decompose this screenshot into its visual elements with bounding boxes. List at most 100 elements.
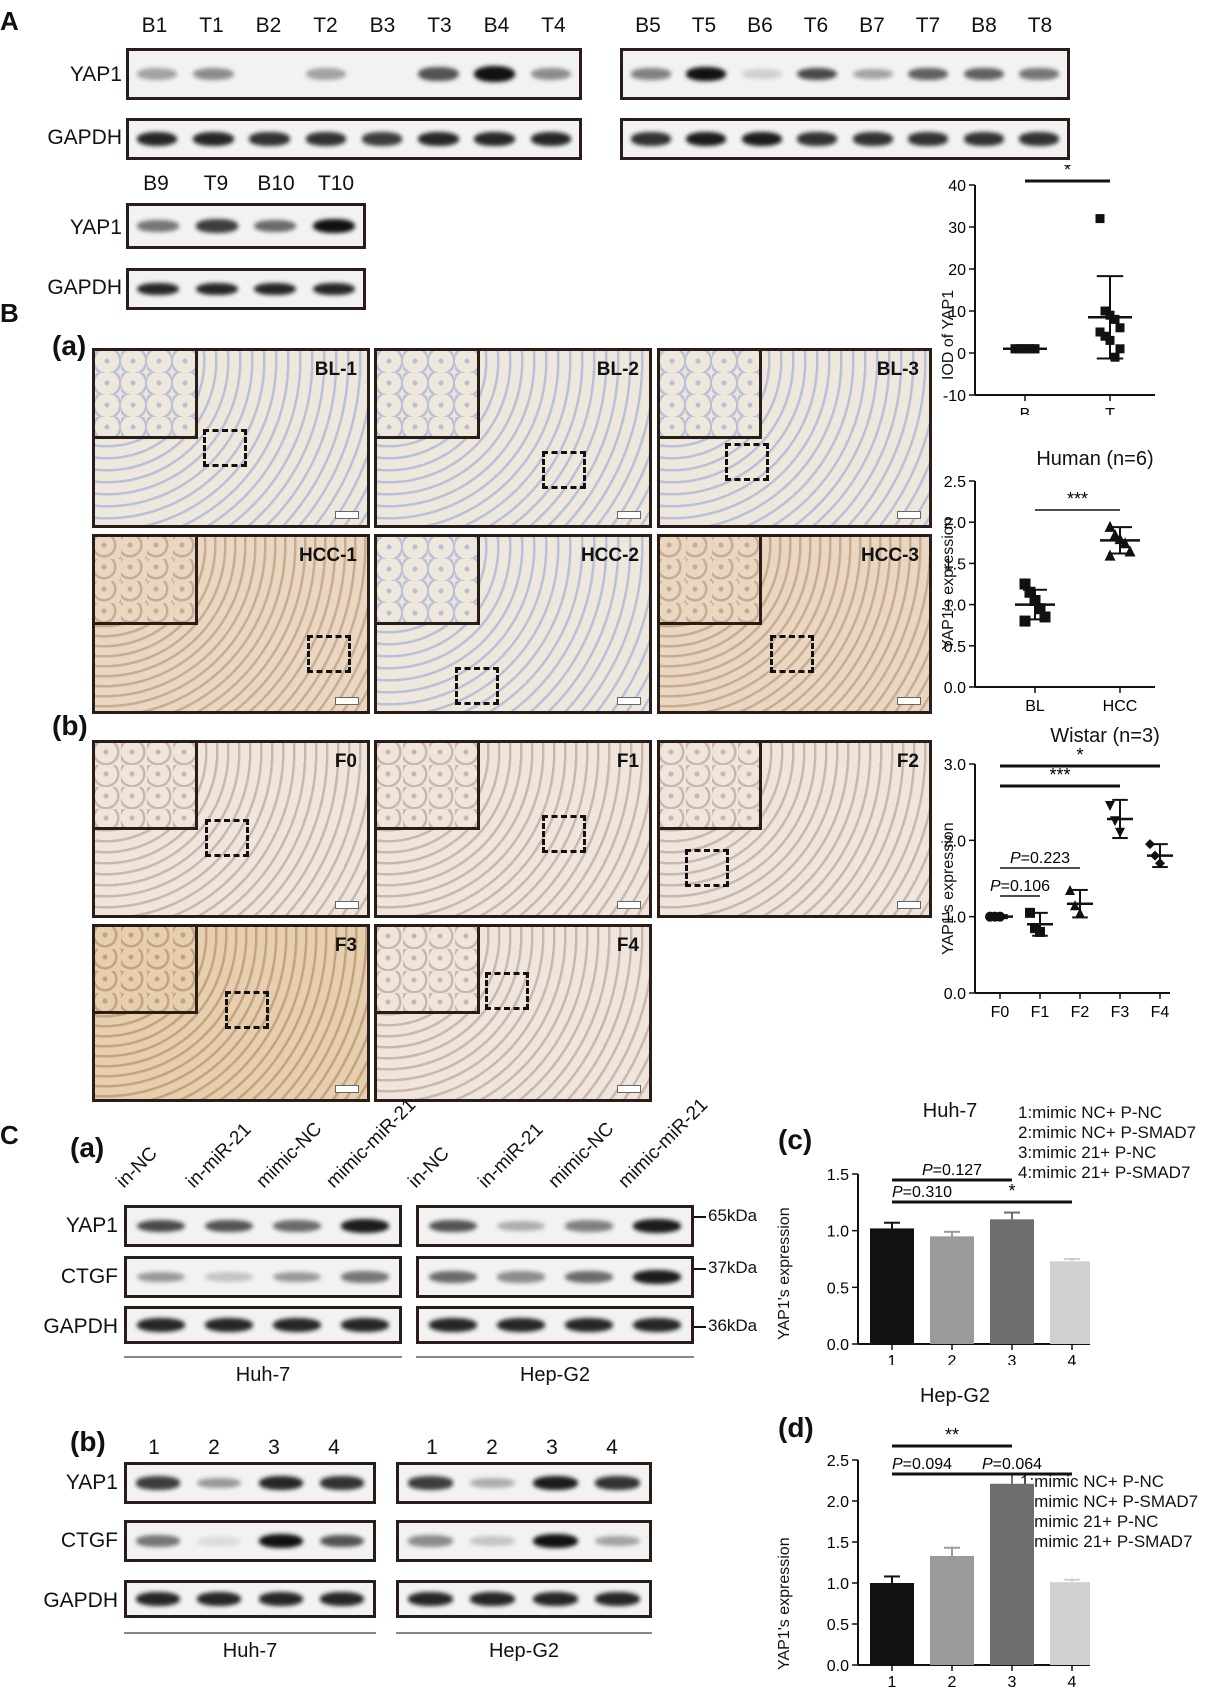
- blot-cb-hepg2-0: [396, 1462, 652, 1504]
- y-tick-label: 2.0: [944, 515, 966, 532]
- data-point: [1110, 352, 1120, 362]
- lane-ca-huh7-1: in-miR-21: [182, 1119, 256, 1193]
- significance-label: **: [945, 1428, 959, 1445]
- ihc-zoom-inset: [660, 537, 762, 626]
- blot-band: [272, 1318, 322, 1332]
- blot-band: [686, 131, 727, 147]
- data-point: [1070, 900, 1080, 911]
- blot-band: [797, 132, 838, 146]
- group-label-huh7: Huh-7: [222, 1640, 278, 1662]
- blot-ca-hepg2-1: [416, 1256, 694, 1298]
- legend-item-2: 2:mimic NC+ P-SMAD7: [1020, 1492, 1199, 1511]
- bar-1: [870, 1228, 914, 1344]
- blot-cb-row-yap1: YAP1: [65, 1471, 118, 1494]
- blot-band: [564, 1271, 614, 1283]
- lane-a2-5: T7: [915, 14, 941, 37]
- blot-band: [595, 1535, 641, 1547]
- blot-a-set3-yap1-label: YAP1: [69, 216, 122, 239]
- y-tick-label: 0.5: [827, 1617, 849, 1634]
- blot-band: [258, 1476, 303, 1490]
- ihc-image-bl-1: BL-1: [92, 348, 370, 528]
- blot-band: [204, 1272, 254, 1282]
- ihc-scale-bar: [335, 901, 359, 909]
- blot-ca-huh7-0: [124, 1205, 402, 1247]
- x-tick-label: 1: [888, 1353, 897, 1365]
- blot-band: [632, 1269, 682, 1285]
- blot-cb-row-gapdh: GAPDH: [43, 1589, 118, 1612]
- lane-a2-6: B8: [971, 14, 997, 37]
- blot-band: [340, 1271, 390, 1283]
- ihc-image-label: HCC-1: [298, 545, 357, 566]
- ihc-zoom-inset: [377, 927, 480, 1015]
- ihc-image-label: F1: [616, 751, 639, 772]
- ihc-zoom-region: [725, 443, 769, 481]
- lane-a2-0: B5: [635, 14, 661, 37]
- kda-tick: [694, 1326, 706, 1328]
- lane-a1-7: T4: [541, 14, 566, 37]
- kda-tick: [694, 1216, 706, 1218]
- blot-ca-huh7-2: [124, 1306, 402, 1344]
- x-tick-label: F0: [991, 1004, 1010, 1021]
- blot-band: [630, 132, 671, 146]
- blot-band: [741, 69, 782, 79]
- blot-band: [136, 1271, 186, 1283]
- significance-label: ***: [1049, 765, 1070, 785]
- x-tick-label: 2: [948, 1674, 957, 1690]
- ihc-zoom-region: [455, 667, 499, 705]
- y-tick-label: 2.0: [944, 833, 966, 850]
- ihc-zoom-region: [205, 819, 249, 857]
- data-point: [1104, 549, 1116, 561]
- chart-hepg2-ylabel: YAP1's expression: [776, 1537, 793, 1670]
- lane-cb-huh7-1: 2: [208, 1436, 220, 1459]
- blot-band: [852, 68, 893, 80]
- blot-band: [1019, 68, 1060, 80]
- y-tick-label: 0: [957, 346, 966, 363]
- ihc-scale-bar: [617, 1085, 641, 1093]
- blot-ca-row-yap1: YAP1: [65, 1214, 118, 1237]
- blot-band: [470, 1536, 516, 1546]
- blot-band: [195, 282, 238, 296]
- blot-band: [136, 1318, 186, 1332]
- blot-band: [320, 1476, 365, 1490]
- lane-a1-3: T2: [313, 14, 338, 37]
- ihc-image-f2: F2: [657, 740, 932, 918]
- y-tick-label: 1.5: [944, 556, 966, 573]
- bar-2: [930, 1236, 974, 1344]
- blot-band: [340, 1318, 390, 1332]
- lane-a1-5: T3: [427, 14, 452, 37]
- blot-band: [258, 1592, 303, 1606]
- blot-band: [963, 67, 1004, 81]
- x-tick-label: 2: [948, 1353, 957, 1365]
- significance-label: P=0.094: [892, 1456, 952, 1473]
- lane-cb-hepg2-1: 2: [486, 1436, 498, 1459]
- ihc-image-label: F4: [616, 935, 639, 956]
- subpanel-label-bb: (b): [52, 710, 88, 741]
- blot-band: [197, 1477, 242, 1489]
- lane-ca-hepg2-3: mimic-miR-21: [614, 1094, 713, 1193]
- y-tick-label: 1.5: [827, 1535, 849, 1552]
- blot-a-set2-yap1: [620, 48, 1070, 100]
- ihc-zoom-inset: [660, 743, 762, 831]
- lane-ca-hepg2-0: in-NC: [404, 1143, 454, 1193]
- y-tick-label: 20: [948, 262, 966, 279]
- blot-ca-huh7-1: [124, 1256, 402, 1298]
- data-point: [1100, 331, 1110, 341]
- ihc-zoom-inset: [377, 537, 480, 626]
- significance-label: P=0.127: [922, 1162, 982, 1179]
- y-tick-label: 0.0: [827, 1658, 849, 1675]
- blot-band: [532, 1475, 578, 1491]
- data-point: [1019, 615, 1031, 627]
- subpanel-label-cb: (b): [70, 1426, 106, 1457]
- ihc-scale-bar: [897, 697, 921, 705]
- y-tick-label: 0.5: [944, 639, 966, 656]
- blot-band: [305, 132, 347, 146]
- blot-band: [532, 1533, 578, 1549]
- panel-label-a: A: [0, 6, 19, 36]
- lane-cb-hepg2-2: 3: [546, 1436, 558, 1459]
- bar-4: [1050, 1261, 1090, 1344]
- ihc-zoom-region: [307, 635, 351, 673]
- y-tick-label: 2.0: [827, 1494, 849, 1511]
